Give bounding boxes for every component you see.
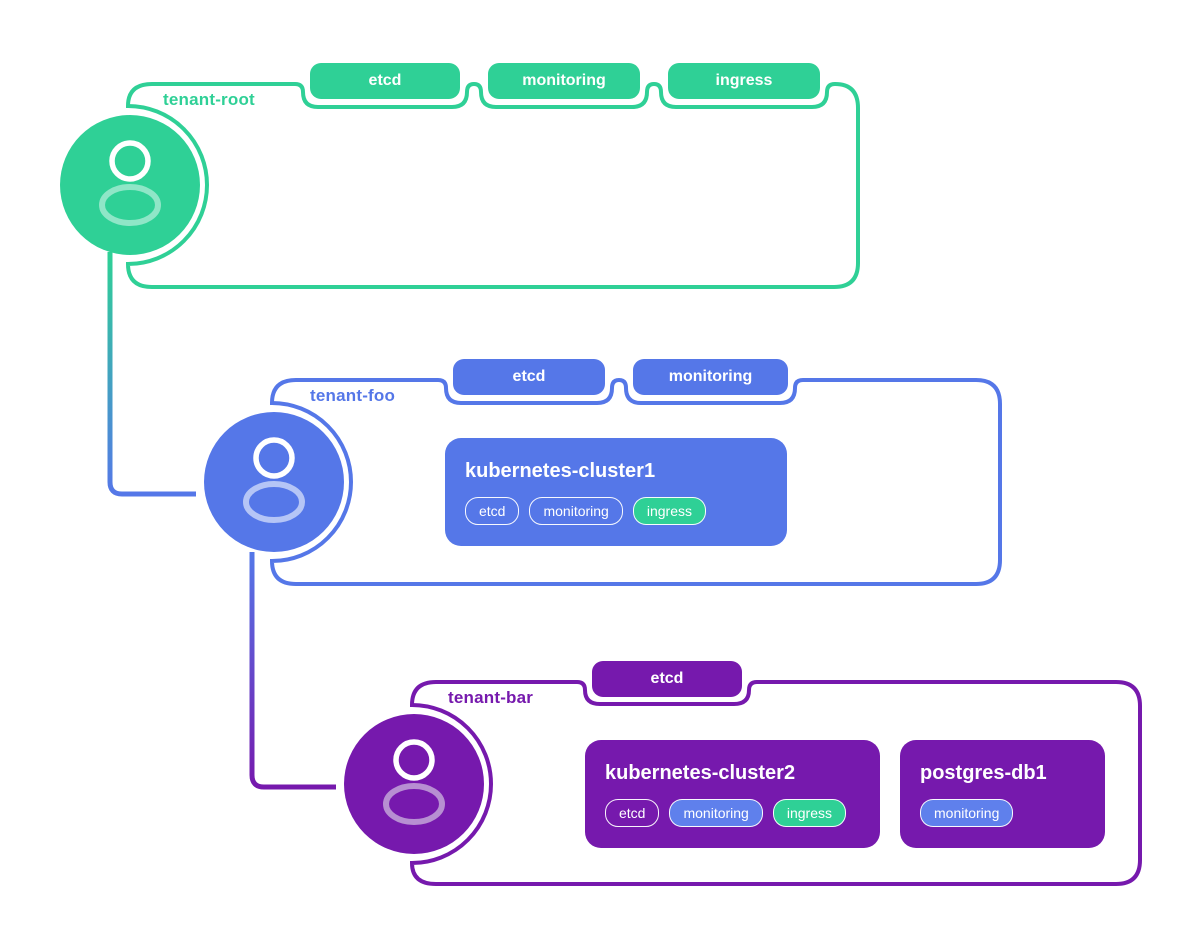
user-icon (243, 437, 305, 523)
pill-monitoring: monitoring (920, 799, 1014, 827)
resource-pills: etcd monitoring ingress (465, 497, 767, 525)
pill-ingress: ingress (632, 497, 706, 525)
tenant-foo-outline (269, 377, 1002, 586)
resource-pills: monitoring (920, 799, 1085, 827)
tenant-root-outline (125, 81, 860, 289)
user-icon (383, 739, 445, 825)
tenant-foo-label: tenant-foo (310, 386, 396, 405)
pill-ingress: ingress (772, 799, 846, 827)
pill-etcd: etcd (605, 799, 660, 827)
resource-title: kubernetes-cluster2 (605, 762, 796, 784)
tenant-bar-tag-etcd: etcd (592, 661, 742, 697)
resource-title: postgres-db1 (920, 762, 1047, 784)
tenant-root-label: tenant-root (163, 90, 255, 109)
pill-etcd: etcd (465, 497, 520, 525)
resource-pills: etcd monitoring ingress (605, 799, 860, 827)
resource-card-kubernetes-cluster2: kubernetes-cluster2 etcd monitoring ingr… (585, 740, 880, 848)
pill-monitoring: monitoring (529, 497, 623, 525)
resource-card-postgres-db1: postgres-db1 monitoring (900, 740, 1105, 848)
tenant-root-avatar (60, 115, 200, 255)
tenant-root-tag-ingress: ingress (668, 63, 820, 99)
user-icon (99, 140, 161, 226)
tenant-root-tag-monitoring: monitoring (488, 63, 640, 99)
connector-root-to-foo (107, 252, 196, 497)
tenant-foo-tag-monitoring: monitoring (633, 359, 788, 395)
pill-monitoring: monitoring (669, 799, 763, 827)
tenant-bar-outline (409, 680, 1142, 886)
tenant-root-tag-etcd: etcd (310, 63, 460, 99)
tenant-foo-avatar (204, 412, 344, 552)
tenant-bar-avatar (344, 714, 484, 854)
tenant-bar-label: tenant-bar (448, 688, 534, 707)
resource-card-kubernetes-cluster1: kubernetes-cluster1 etcd monitoring ingr… (445, 438, 787, 546)
connector-foo-to-bar (249, 552, 336, 790)
tenant-foo-tag-etcd: etcd (453, 359, 605, 395)
resource-title: kubernetes-cluster1 (465, 460, 656, 482)
